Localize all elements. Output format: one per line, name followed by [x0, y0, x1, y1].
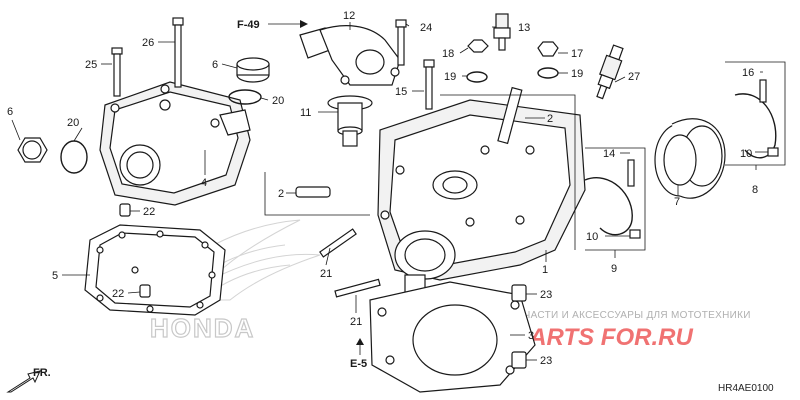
bolt-24: [395, 19, 407, 66]
cylinder-head: [377, 86, 586, 298]
bolt-15: [423, 59, 435, 110]
cap-nut-17: [537, 41, 559, 57]
dowel-pin-23b: [511, 351, 527, 369]
band-group-9: [584, 159, 641, 239]
callout-24: 24: [420, 22, 432, 34]
reference-f49: F-49: [237, 19, 308, 31]
stud-bolt-21b: [334, 278, 381, 298]
watermark: ЗАПЧАСТИ И АКСЕССУАРЫ ДЛЯ МОТОТЕХНИКИ PA…: [503, 310, 751, 351]
ref-f49-label: F-49: [237, 19, 260, 31]
watermark-text: ЗАПЧАСТИ И АКСЕССУАРЫ ДЛЯ МОТОТЕХНИКИ: [503, 310, 751, 321]
callout-11: 11: [300, 107, 311, 119]
washer-19b: [537, 67, 559, 79]
callout-21-lower: 21: [350, 316, 362, 328]
front-label: FR.: [33, 367, 51, 379]
callout-6-left: 6: [7, 106, 13, 118]
insulator: [654, 118, 726, 199]
group-frame-2: [264, 172, 370, 216]
callout-22-lower: 22: [112, 288, 124, 300]
callout-17: 17: [571, 48, 583, 60]
filler-cap-left: [17, 137, 48, 163]
guide-pipe-left: [295, 186, 331, 198]
dowel-pin-lower: [139, 284, 151, 298]
callout-25: 25: [85, 59, 97, 71]
group-frame-8: [725, 61, 786, 166]
thermostat-cover: [299, 25, 401, 86]
callout-18: 18: [442, 48, 454, 60]
callout-labels: 1 2 2 3 4 5 6 6 7 8 9 10 10 11 12 13 14 …: [7, 10, 758, 367]
callout-5: 5: [52, 270, 58, 282]
band-group-8: [734, 79, 779, 159]
callout-27: 27: [628, 71, 640, 83]
callout-23-upper: 23: [540, 289, 552, 301]
honda-brand-mark: HONDA: [149, 219, 321, 344]
watermark-logo: PARTS FOR.RU: [515, 324, 693, 351]
callout-12: 12: [343, 10, 355, 22]
callout-13: 13: [518, 22, 530, 34]
callout-26: 26: [142, 37, 154, 49]
nut-18: [467, 39, 489, 53]
bolt-26: [172, 17, 184, 88]
front-direction: FR.: [6, 367, 51, 393]
thermostat: [327, 95, 373, 147]
callout-23-lower: 23: [540, 355, 552, 367]
o-ring-top: [228, 89, 262, 105]
callout-22-upper: 22: [143, 206, 155, 218]
cylinder-head-cover: [99, 81, 251, 206]
callout-1: 1: [542, 264, 548, 276]
ref-e5-label: E-5: [350, 358, 367, 370]
diagram-code: HR4AE0100: [718, 383, 774, 394]
group-frame-1: [440, 94, 576, 250]
callout-3: 3: [528, 330, 534, 342]
callout-6-top: 6: [212, 59, 218, 71]
callout-8: 8: [752, 184, 758, 196]
bolt-25: [111, 47, 123, 97]
callout-19-left: 19: [444, 71, 456, 83]
callout-10-upper: 10: [740, 148, 752, 160]
leader-lines: [11, 22, 768, 361]
callout-20-left: 20: [67, 117, 79, 129]
callout-4: 4: [201, 177, 207, 189]
temperature-sensor: [493, 13, 511, 51]
callout-16: 16: [742, 67, 754, 79]
callout-19-right: 19: [571, 68, 583, 80]
callout-2-right: 2: [547, 113, 553, 125]
callout-7: 7: [674, 196, 680, 208]
cylinder-head-gasket: [369, 281, 536, 393]
callout-14: 14: [603, 148, 615, 160]
callout-20-top: 20: [272, 95, 284, 107]
honda-wordmark: HONDA: [150, 313, 255, 343]
stud-bolt-21a: [319, 228, 357, 258]
spark-plug: [596, 44, 624, 100]
dowel-pin-23a: [511, 284, 527, 302]
o-ring-left: [60, 140, 88, 174]
callout-2-left: 2: [278, 188, 284, 200]
reference-e5: E-5: [350, 338, 367, 370]
front-arrow-icon: [6, 370, 41, 393]
dowel-pin-upper: [119, 203, 131, 217]
callout-21-upper: 21: [320, 268, 332, 280]
callout-10-lower: 10: [586, 231, 598, 243]
filler-cap-top: [236, 57, 270, 83]
callout-9: 9: [611, 263, 617, 275]
callout-15: 15: [395, 86, 407, 98]
washer-19a: [466, 71, 488, 83]
valve-cover-gasket: [84, 224, 226, 316]
